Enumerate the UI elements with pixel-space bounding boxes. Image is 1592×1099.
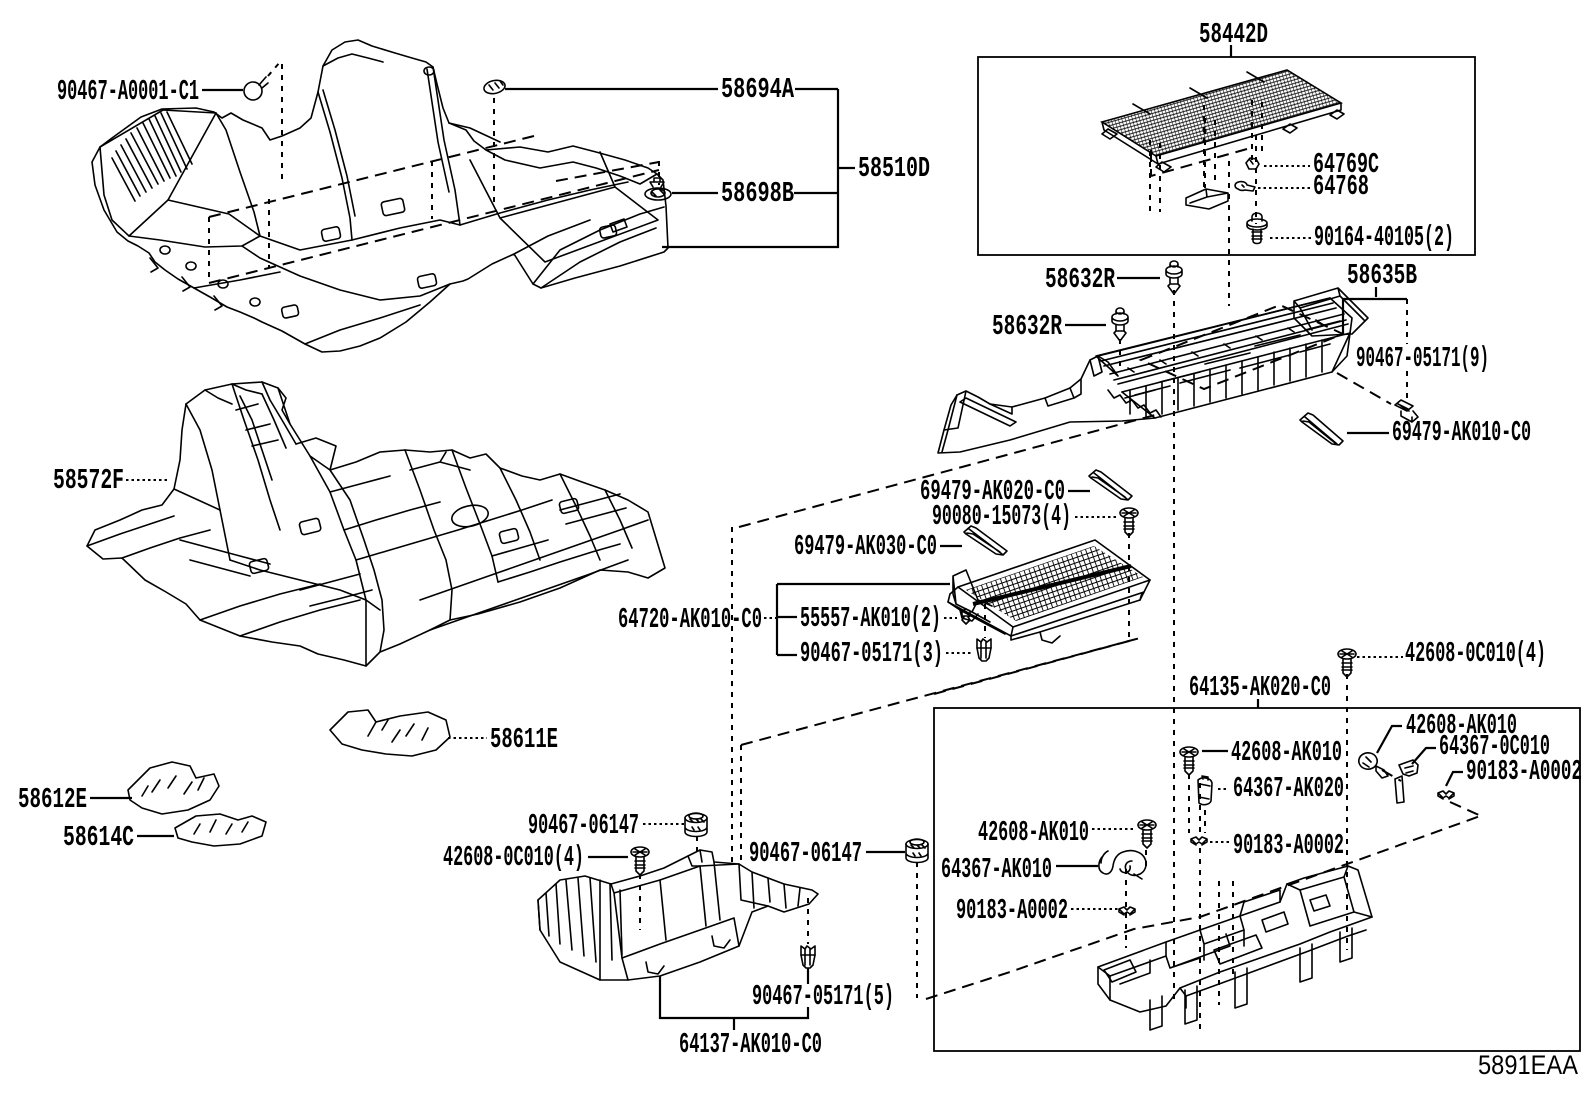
svg-text:58632R: 58632R (1045, 263, 1115, 296)
svg-text:58694A: 58694A (721, 73, 794, 106)
svg-text:90467-A0001-C1: 90467-A0001-C1 (57, 75, 199, 108)
svg-text:90183-A0002: 90183-A0002 (1466, 755, 1582, 788)
svg-text:58635B: 58635B (1347, 259, 1417, 292)
svg-text:64367-AK010: 64367-AK010 (941, 853, 1052, 886)
svg-text:58614C: 58614C (63, 821, 134, 854)
svg-text:90467-06147: 90467-06147 (749, 837, 862, 870)
svg-text:90467-05171(5): 90467-05171(5) (752, 980, 894, 1013)
svg-text:55557-AK010(2): 55557-AK010(2) (800, 602, 941, 635)
svg-text:69479-AK020-C0: 69479-AK020-C0 (920, 475, 1065, 508)
svg-text:58698B: 58698B (721, 177, 794, 210)
svg-text:42608-0C010(4): 42608-0C010(4) (1405, 637, 1546, 670)
svg-text:90164-40105(2): 90164-40105(2) (1314, 221, 1454, 254)
svg-text:5891EAA: 5891EAA (1478, 1050, 1578, 1080)
svg-text:58632R: 58632R (992, 310, 1062, 343)
svg-text:42608-AK010: 42608-AK010 (1406, 709, 1517, 742)
svg-text:58442D: 58442D (1199, 18, 1268, 51)
svg-text:58572F: 58572F (53, 464, 124, 497)
svg-text:90467-06147: 90467-06147 (528, 809, 639, 842)
svg-text:42608-AK010: 42608-AK010 (1231, 736, 1342, 769)
svg-text:64137-AK010-C0: 64137-AK010-C0 (679, 1028, 822, 1061)
svg-text:90080-15073(4): 90080-15073(4) (932, 500, 1071, 533)
svg-text:90467-05171(3): 90467-05171(3) (800, 637, 943, 670)
svg-text:64768: 64768 (1313, 170, 1369, 203)
svg-text:90183-A0002: 90183-A0002 (1233, 829, 1344, 862)
svg-text:64135-AK020-C0: 64135-AK020-C0 (1189, 671, 1331, 704)
svg-text:69479-AK030-C0: 69479-AK030-C0 (794, 530, 937, 563)
svg-text:90183-A0002: 90183-A0002 (956, 894, 1068, 927)
svg-text:42608-AK010: 42608-AK010 (978, 816, 1089, 849)
svg-text:42608-0C010(4): 42608-0C010(4) (443, 841, 584, 874)
svg-text:64769C: 64769C (1313, 148, 1379, 181)
svg-text:69479-AK010-C0: 69479-AK010-C0 (1392, 416, 1531, 449)
svg-text:64367-AK020: 64367-AK020 (1233, 772, 1344, 805)
svg-text:58611E: 58611E (490, 723, 558, 756)
svg-text:58612E: 58612E (18, 783, 87, 816)
svg-text:90467-05171(9): 90467-05171(9) (1356, 342, 1489, 375)
svg-text:64720-AK010-C0: 64720-AK010-C0 (618, 603, 762, 636)
svg-text:58510D: 58510D (858, 152, 930, 185)
svg-text:64367-0C010: 64367-0C010 (1439, 730, 1550, 763)
